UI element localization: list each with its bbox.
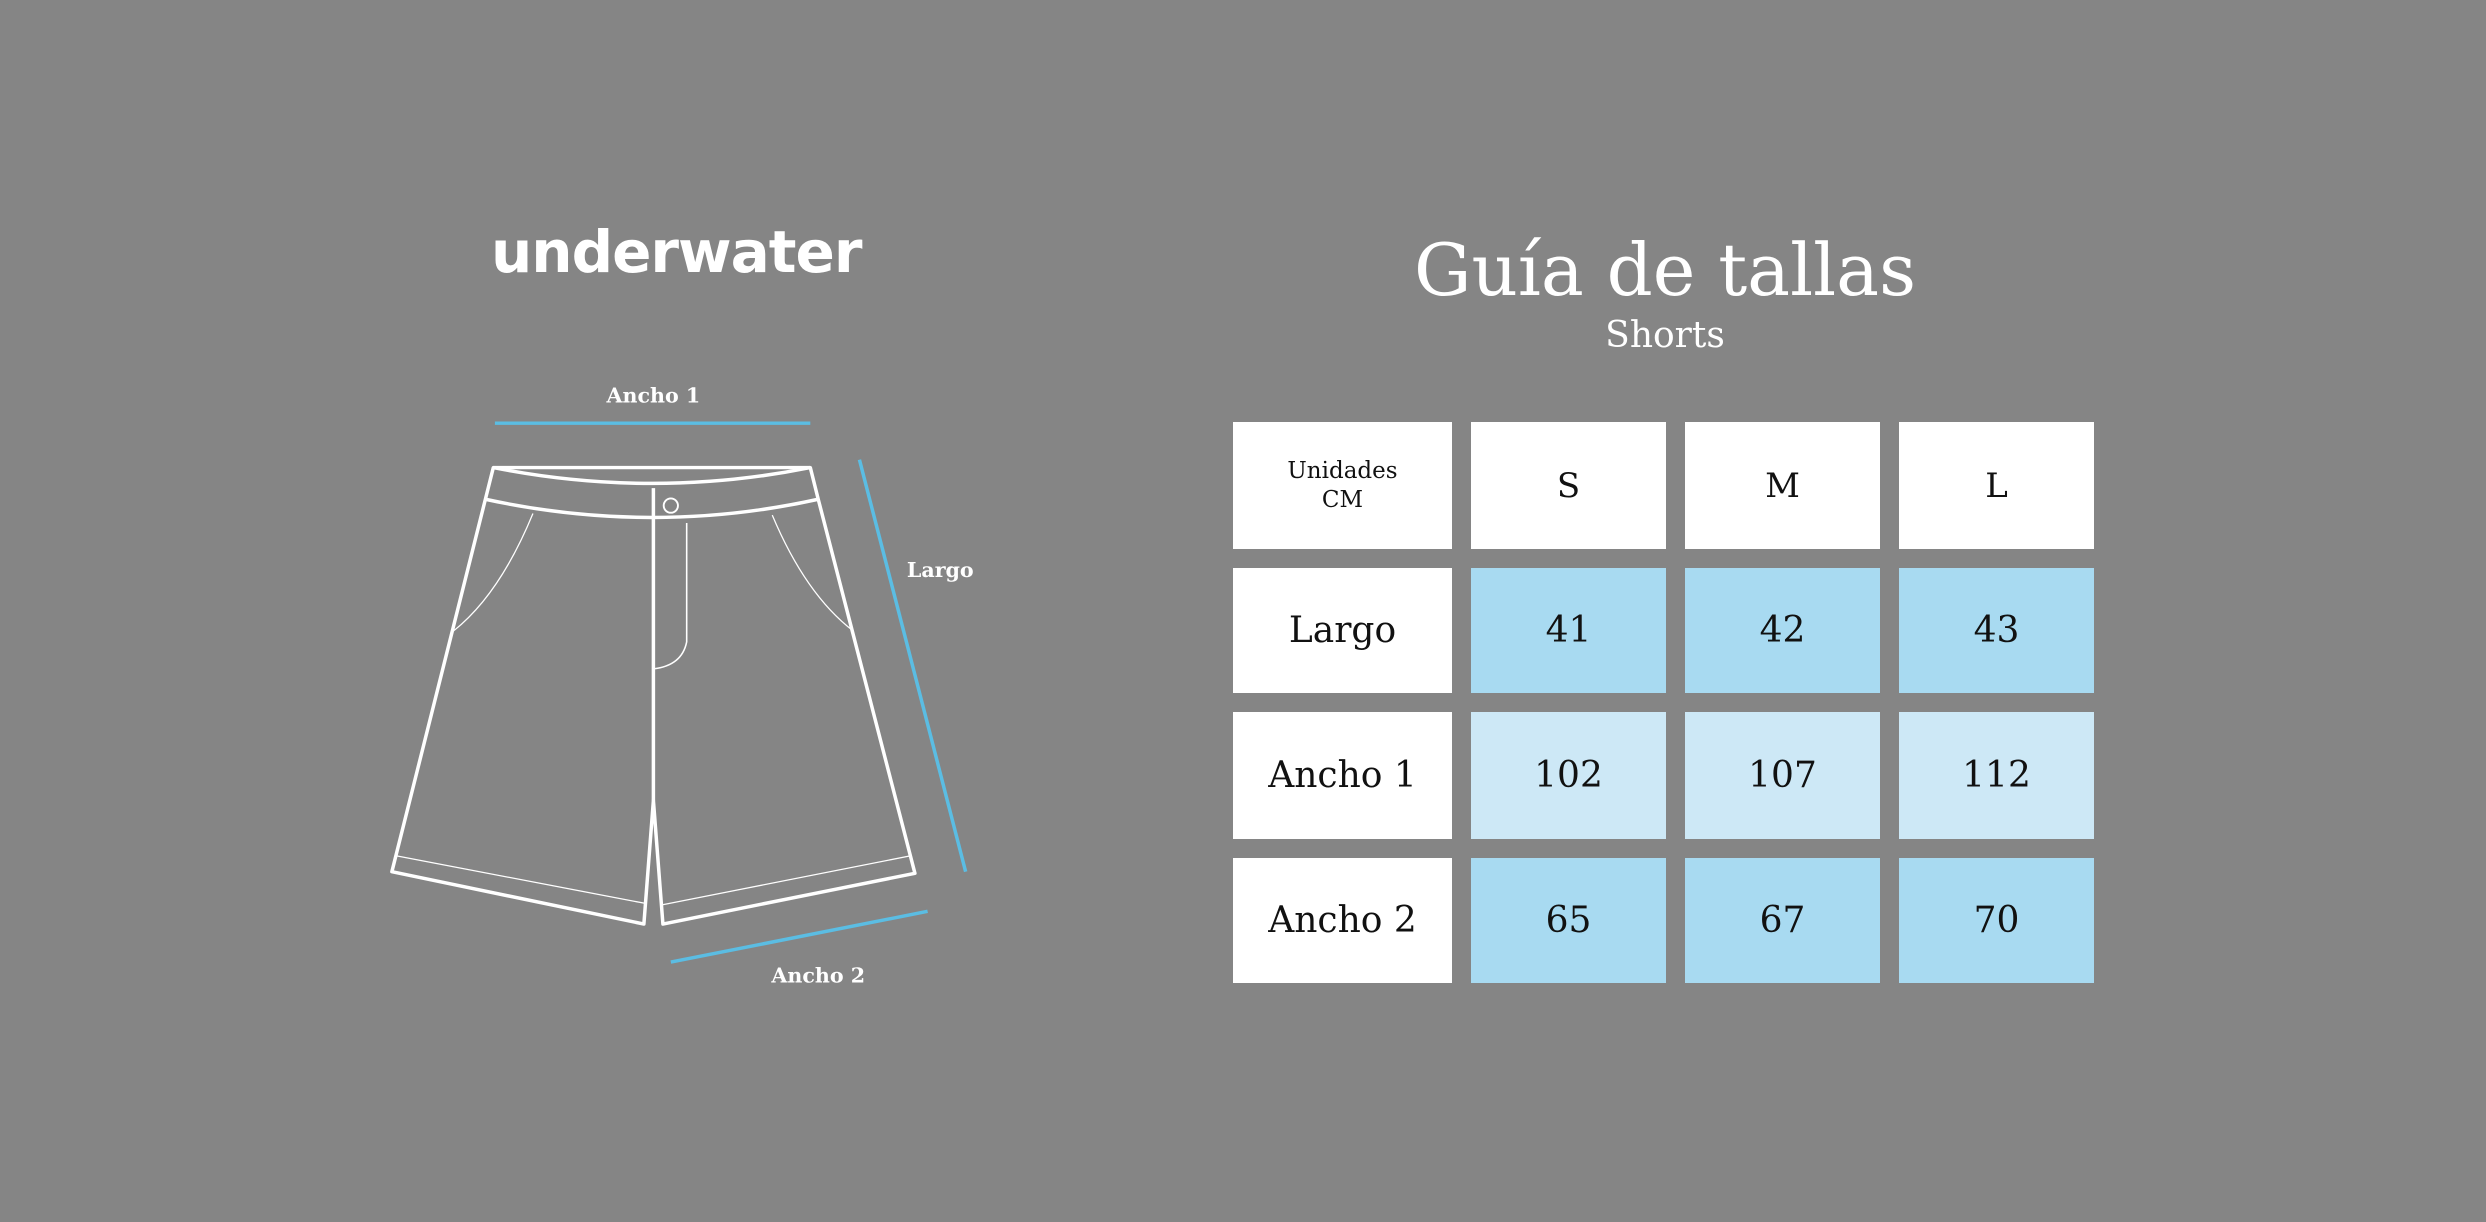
largo-measure-line	[857, 459, 968, 873]
table-cell: 67	[1685, 858, 1880, 983]
page-title: Guía de tallas	[1413, 228, 1917, 312]
ancho2-measure-line	[670, 909, 928, 964]
size-header-s: S	[1471, 422, 1666, 549]
button-icon	[662, 497, 679, 514]
size-header-m: M	[1685, 422, 1880, 549]
row-label-ancho2: Ancho 2	[1233, 858, 1452, 983]
table-cell: 41	[1471, 568, 1666, 693]
ancho1-label: Ancho 1	[606, 384, 701, 408]
page-subtitle: Shorts	[1605, 315, 1725, 356]
brand-logo: underwater	[491, 218, 862, 286]
table-cell: 43	[1899, 568, 2094, 693]
largo-label: Largo	[907, 558, 974, 582]
units-header-cell: Unidades CM	[1233, 422, 1452, 549]
ancho2-label: Ancho 2	[770, 964, 865, 988]
units-label: Unidades	[1287, 457, 1398, 484]
table-cell: 65	[1471, 858, 1666, 983]
row-label-largo: Largo	[1233, 568, 1452, 693]
table-cell: 112	[1899, 712, 2094, 839]
row-label-ancho1: Ancho 1	[1233, 712, 1452, 839]
units-value: CM	[1321, 486, 1364, 513]
table-cell: 107	[1685, 712, 1880, 839]
table-cell: 42	[1685, 568, 1880, 693]
shorts-outline	[390, 465, 917, 926]
size-header-l: L	[1899, 422, 2094, 549]
table-cell: 70	[1899, 858, 2094, 983]
table-cell: 102	[1471, 712, 1666, 839]
